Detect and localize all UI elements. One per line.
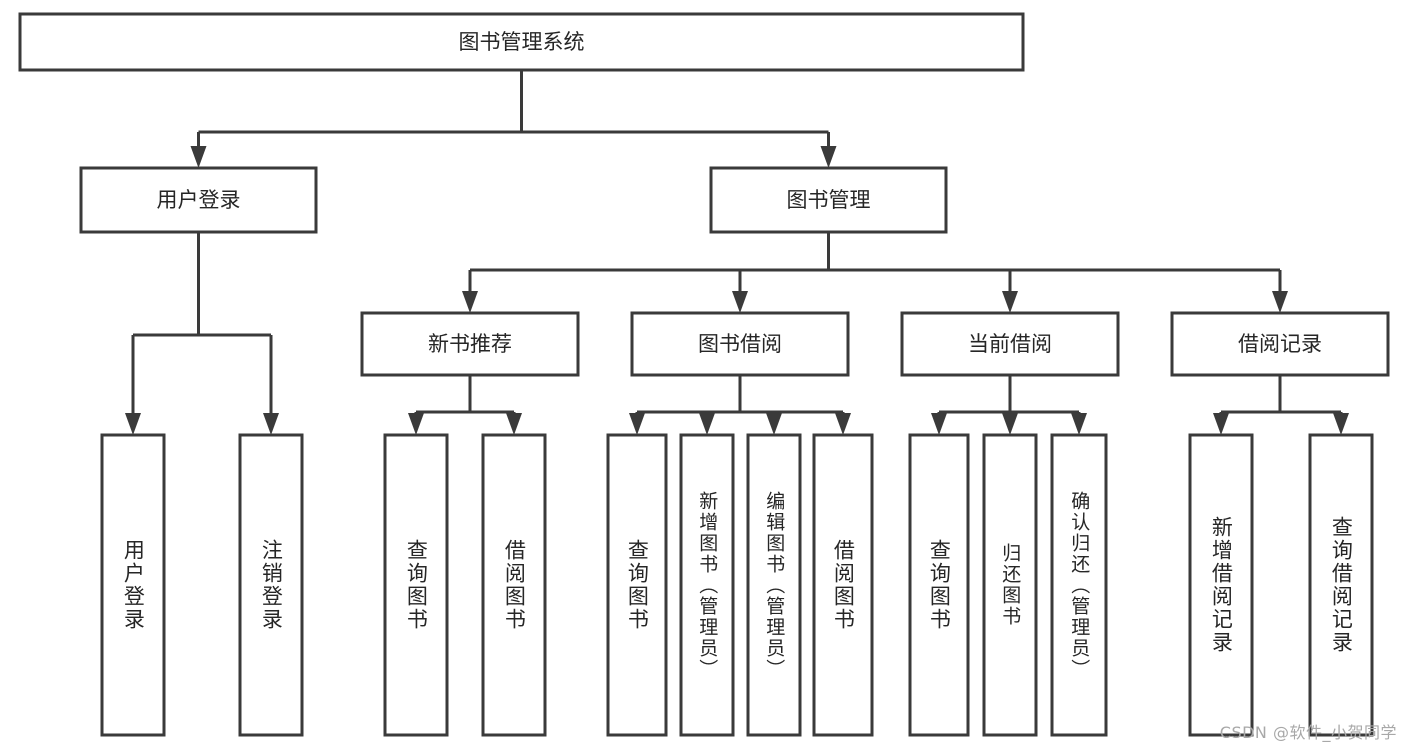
node-leaf-query-book-1[interactable] bbox=[383, 433, 449, 737]
arrow-head-icon bbox=[629, 413, 645, 435]
arrow-head-icon bbox=[1002, 413, 1018, 435]
node-borrow-record[interactable]: 借阅记录 bbox=[1170, 311, 1390, 377]
arrow-head-icon bbox=[125, 413, 141, 435]
node-box-borrow-record bbox=[1170, 311, 1390, 377]
node-box-current-borrow bbox=[900, 311, 1120, 377]
node-leaf-user-login[interactable] bbox=[100, 433, 166, 737]
connector-layer bbox=[125, 70, 1349, 435]
node-leaf-borrow-book-1[interactable] bbox=[481, 433, 547, 737]
watermark-text: CSDN @软件_小贺同学 bbox=[1219, 723, 1397, 742]
node-label-new-book-recommend: 新书推荐 bbox=[428, 332, 512, 356]
node-box-book-manage bbox=[709, 166, 948, 234]
arrow-head-icon bbox=[263, 413, 279, 435]
node-user-login[interactable]: 用户登录 bbox=[79, 166, 318, 234]
node-leaf-query-record[interactable] bbox=[1308, 433, 1374, 737]
node-leaf-add-record[interactable] bbox=[1188, 433, 1254, 737]
arrow-head-icon bbox=[1071, 413, 1087, 435]
node-leaf-add-book[interactable] bbox=[679, 433, 735, 737]
node-box-leaf-borrow-book-2 bbox=[812, 433, 874, 737]
node-box-leaf-add-record bbox=[1188, 433, 1254, 737]
node-box-leaf-user-logout bbox=[238, 433, 304, 737]
arrow-head-icon bbox=[1213, 413, 1229, 435]
arrow-head-icon bbox=[820, 146, 837, 168]
node-box-new-book-recommend bbox=[360, 311, 580, 377]
node-new-book-recommend[interactable]: 新书推荐 bbox=[360, 311, 580, 377]
node-leaf-confirm-return[interactable] bbox=[1050, 433, 1108, 737]
arrow-head-icon bbox=[732, 291, 748, 313]
node-leaf-query-book-2[interactable] bbox=[606, 433, 668, 737]
arrow-head-icon bbox=[699, 413, 715, 435]
node-box-leaf-user-login bbox=[100, 433, 166, 737]
node-box-root bbox=[18, 12, 1025, 72]
node-box-leaf-confirm-return bbox=[1050, 433, 1108, 737]
node-root[interactable]: 图书管理系统 bbox=[18, 12, 1025, 72]
node-box-user-login bbox=[79, 166, 318, 234]
node-current-borrow[interactable]: 当前借阅 bbox=[900, 311, 1120, 377]
arrow-head-icon bbox=[1272, 291, 1288, 313]
arrow-head-icon bbox=[766, 413, 782, 435]
node-label-borrow-record: 借阅记录 bbox=[1238, 332, 1322, 356]
node-label-root: 图书管理系统 bbox=[459, 30, 585, 54]
arrow-head-icon bbox=[408, 413, 424, 435]
arrow-head-icon bbox=[506, 413, 522, 435]
arrow-head-icon bbox=[1002, 291, 1018, 313]
node-book-borrow[interactable]: 图书借阅 bbox=[630, 311, 850, 377]
arrow-head-icon bbox=[1333, 413, 1349, 435]
arrow-head-icon bbox=[835, 413, 851, 435]
node-box-leaf-query-book-1 bbox=[383, 433, 449, 737]
node-label-user-login: 用户登录 bbox=[157, 188, 241, 212]
arrow-head-icon bbox=[462, 291, 478, 313]
node-leaf-edit-book[interactable] bbox=[746, 433, 802, 737]
node-leaf-user-logout[interactable] bbox=[238, 433, 304, 737]
arrow-head-icon bbox=[931, 413, 947, 435]
node-label-book-manage: 图书管理 bbox=[787, 188, 871, 212]
node-box-leaf-add-book bbox=[679, 433, 735, 737]
node-box-leaf-return-book bbox=[982, 433, 1038, 737]
node-book-manage[interactable]: 图书管理 bbox=[709, 166, 948, 234]
node-box-leaf-query-book-2 bbox=[606, 433, 668, 737]
node-box-leaf-edit-book bbox=[746, 433, 802, 737]
node-leaf-borrow-book-2[interactable] bbox=[812, 433, 874, 737]
node-label-book-borrow: 图书借阅 bbox=[698, 332, 782, 356]
node-leaf-return-book[interactable] bbox=[982, 433, 1038, 737]
node-label-current-borrow: 当前借阅 bbox=[968, 332, 1052, 356]
node-leaf-query-book-3[interactable] bbox=[908, 433, 970, 737]
node-box-leaf-borrow-book-1 bbox=[481, 433, 547, 737]
node-box-leaf-query-record bbox=[1308, 433, 1374, 737]
node-box-book-borrow bbox=[630, 311, 850, 377]
node-box-leaf-query-book-3 bbox=[908, 433, 970, 737]
arrow-head-icon bbox=[190, 146, 207, 168]
